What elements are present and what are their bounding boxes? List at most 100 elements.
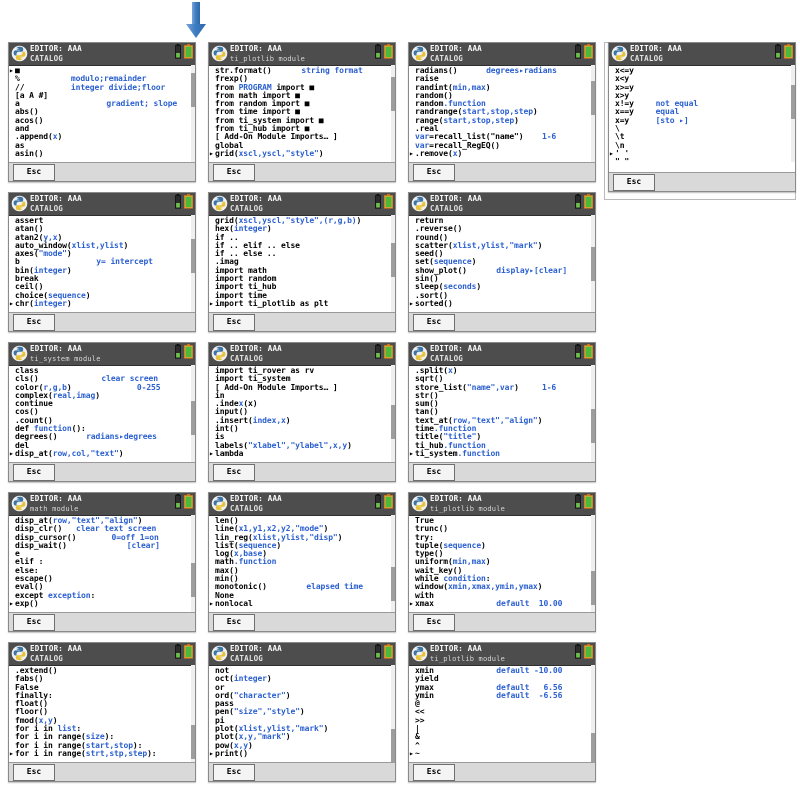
scrollbar[interactable] bbox=[191, 665, 195, 762]
list-item[interactable]: elif : bbox=[11, 558, 195, 566]
list-item[interactable]: x=y[sto ▸] bbox=[611, 116, 795, 125]
catalog-list[interactable]: ▸■%modulo;remainder//integer divide;floo… bbox=[9, 66, 195, 164]
list-item[interactable]: labels("xlabel","ylabel",x,y) bbox=[211, 441, 395, 450]
list-item[interactable]: disp_clr()clear text screen bbox=[11, 524, 195, 533]
list-item[interactable]: or bbox=[211, 683, 395, 692]
esc-button[interactable]: Esc bbox=[413, 164, 455, 181]
list-item[interactable]: for i in range(size): bbox=[11, 733, 195, 741]
list-item[interactable]: .index(x) bbox=[211, 400, 395, 408]
list-item[interactable]: var=recall_RegEQ() bbox=[411, 141, 595, 150]
list-item[interactable]: from ti_hub import ■ bbox=[211, 124, 395, 133]
catalog-list[interactable]: len()line(x1,y1,x2,y2,"mode")lin_reg(xli… bbox=[209, 516, 395, 614]
list-item[interactable]: import time bbox=[211, 291, 395, 300]
list-item[interactable]: choice(sequence) bbox=[11, 291, 195, 300]
list-item[interactable]: \ bbox=[611, 124, 795, 133]
list-item[interactable]: radians()degrees▸radians bbox=[411, 66, 595, 75]
list-item[interactable]: ord("character") bbox=[211, 691, 395, 700]
list-item[interactable]: True bbox=[411, 516, 595, 525]
list-item[interactable]: break bbox=[11, 274, 195, 283]
list-item[interactable]: acos() bbox=[11, 116, 195, 125]
esc-button[interactable]: Esc bbox=[13, 464, 55, 481]
list-item[interactable]: plot(xlist,ylist,"mark") bbox=[211, 724, 395, 733]
scrollbar-thumb[interactable] bbox=[391, 729, 395, 763]
scrollbar[interactable] bbox=[191, 65, 195, 162]
list-item[interactable]: ▸.remove(x) bbox=[409, 149, 595, 158]
list-item[interactable]: abs() bbox=[11, 108, 195, 116]
list-item[interactable]: ▸grid(xscl,yscl,"style") bbox=[209, 149, 395, 158]
catalog-list[interactable]: .split(x)sqrt()store_list("name",var)1-6… bbox=[409, 366, 595, 464]
list-item[interactable]: time.function bbox=[411, 424, 595, 433]
list-item[interactable]: uniform(min,max) bbox=[411, 558, 595, 566]
scrollbar-thumb[interactable] bbox=[191, 401, 195, 435]
esc-button[interactable]: Esc bbox=[213, 164, 255, 181]
scrollbar[interactable] bbox=[391, 365, 395, 462]
list-item[interactable]: in bbox=[211, 391, 395, 400]
list-item[interactable]: oct(integer) bbox=[211, 675, 395, 683]
list-item[interactable]: else: bbox=[11, 566, 195, 575]
list-item[interactable]: disp_cursor()0=off 1=on bbox=[11, 533, 195, 542]
list-item[interactable]: trunc() bbox=[411, 525, 595, 533]
list-item[interactable]: ▸import ti_plotlib as plt bbox=[209, 299, 395, 308]
list-item[interactable]: global bbox=[211, 141, 395, 150]
scrollbar[interactable] bbox=[591, 665, 595, 767]
list-item[interactable]: float() bbox=[11, 700, 195, 708]
list-item[interactable]: .insert(index,x) bbox=[211, 416, 395, 425]
list-item[interactable]: | bbox=[411, 724, 595, 733]
list-item[interactable]: random() bbox=[411, 91, 595, 100]
list-item[interactable]: " " bbox=[611, 158, 795, 164]
list-item[interactable]: is bbox=[211, 433, 395, 441]
list-item[interactable]: >> bbox=[411, 716, 595, 725]
catalog-list[interactable]: grid(xscl,yscl,"style",(r,g,b))hex(integ… bbox=[209, 216, 395, 314]
esc-button[interactable]: Esc bbox=[13, 764, 55, 781]
list-item[interactable]: ti_hub.function bbox=[411, 441, 595, 450]
list-item[interactable]: not bbox=[211, 666, 395, 675]
list-item[interactable]: escape() bbox=[11, 574, 195, 583]
scrollbar-thumb[interactable] bbox=[591, 247, 595, 281]
list-item[interactable]: x<y bbox=[611, 75, 795, 83]
list-item[interactable]: set(sequence) bbox=[411, 258, 595, 266]
list-item[interactable]: atan2(y,x) bbox=[11, 233, 195, 242]
list-item[interactable]: from time import ■ bbox=[211, 108, 395, 116]
list-item[interactable]: ▸for i in range(strt,stp,step): bbox=[9, 749, 195, 758]
list-item[interactable]: .count() bbox=[11, 416, 195, 425]
list-item[interactable]: for i in range(start,stop): bbox=[11, 741, 195, 750]
list-item[interactable]: as bbox=[11, 141, 195, 150]
list-item[interactable]: finally: bbox=[11, 691, 195, 700]
scrollbar-thumb[interactable] bbox=[191, 563, 195, 597]
list-item[interactable]: disp_at(row,"text","align") bbox=[11, 516, 195, 525]
list-item[interactable]: ▸nonlocal bbox=[209, 599, 395, 608]
list-item[interactable]: from ti_system import ■ bbox=[211, 116, 395, 125]
scrollbar[interactable] bbox=[191, 215, 195, 312]
list-item[interactable]: None bbox=[211, 591, 395, 600]
list-item[interactable]: complex(real,imag) bbox=[11, 391, 195, 400]
list-item[interactable]: .real bbox=[411, 124, 595, 133]
scrollbar-thumb[interactable] bbox=[191, 725, 195, 759]
esc-button[interactable]: Esc bbox=[213, 464, 255, 481]
list-item[interactable]: del bbox=[11, 441, 195, 450]
esc-button[interactable]: Esc bbox=[413, 464, 455, 481]
list-item[interactable]: ▸' ' bbox=[609, 149, 795, 158]
list-item[interactable]: window(xmin,xmax,ymin,ymax) bbox=[411, 583, 595, 591]
scrollbar[interactable] bbox=[391, 65, 395, 162]
